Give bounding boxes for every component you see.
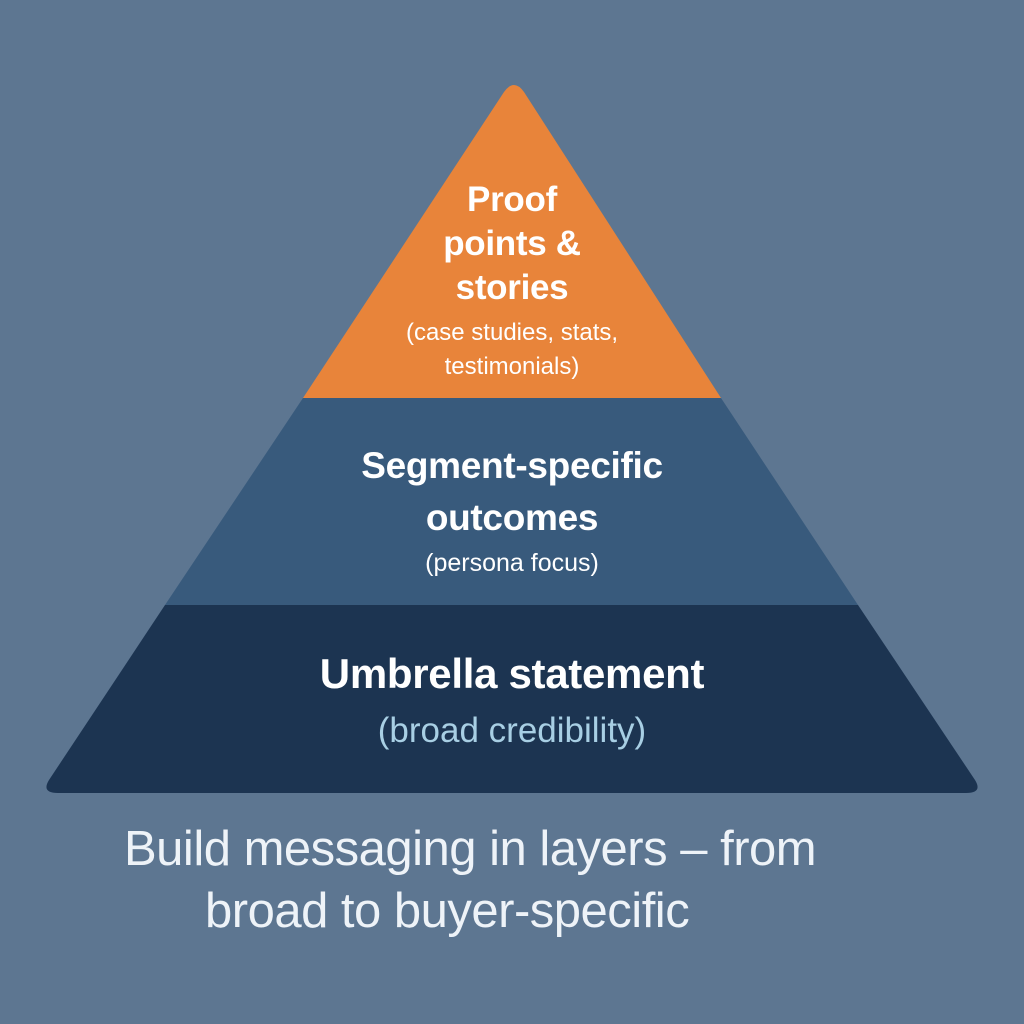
- top-layer-title-line: points &: [443, 224, 581, 263]
- pyramid-layer-middle: [165, 398, 858, 605]
- pyramid-layer-base: [46, 605, 978, 793]
- top-layer-title-line: Proof: [467, 180, 557, 219]
- middle-layer-subtitle-line: (persona focus): [425, 549, 599, 577]
- pyramid-layer-top: [303, 85, 721, 398]
- base-layer-label: Umbrella statement (broad credibility): [0, 646, 1024, 756]
- caption-line: Build messaging in layers – from: [124, 822, 817, 876]
- middle-layer-label: Segment-specific outcomes (persona focus…: [0, 440, 1024, 582]
- top-layer-subtitle-line: (case studies, stats,: [405, 319, 619, 346]
- base-layer-title: Umbrella statement: [0, 646, 1024, 702]
- middle-layer-title-line: Segment-specific: [361, 445, 663, 486]
- base-layer-title-line: Umbrella statement: [319, 650, 705, 697]
- middle-layer-subtitle: (persona focus): [0, 544, 1024, 582]
- base-layer-subtitle: (broad credibility): [0, 706, 1024, 756]
- diagram-caption: Build messaging in layers – from broad t…: [0, 818, 1024, 942]
- top-layer-subtitle: (case studies, stats, testimonials): [0, 316, 1024, 384]
- top-layer-title-line: stories: [455, 268, 569, 307]
- caption-line: broad to buyer-specific: [205, 884, 690, 938]
- top-layer-title: Proof points & stories: [0, 178, 1024, 310]
- top-layer-label: Proof points & stories (case studies, st…: [0, 178, 1024, 384]
- top-layer-subtitle-line: testimonials): [444, 353, 580, 380]
- base-layer-subtitle-line: (broad credibility): [377, 711, 647, 750]
- middle-layer-title-line: outcomes: [425, 497, 599, 538]
- middle-layer-title: Segment-specific outcomes: [0, 440, 1024, 544]
